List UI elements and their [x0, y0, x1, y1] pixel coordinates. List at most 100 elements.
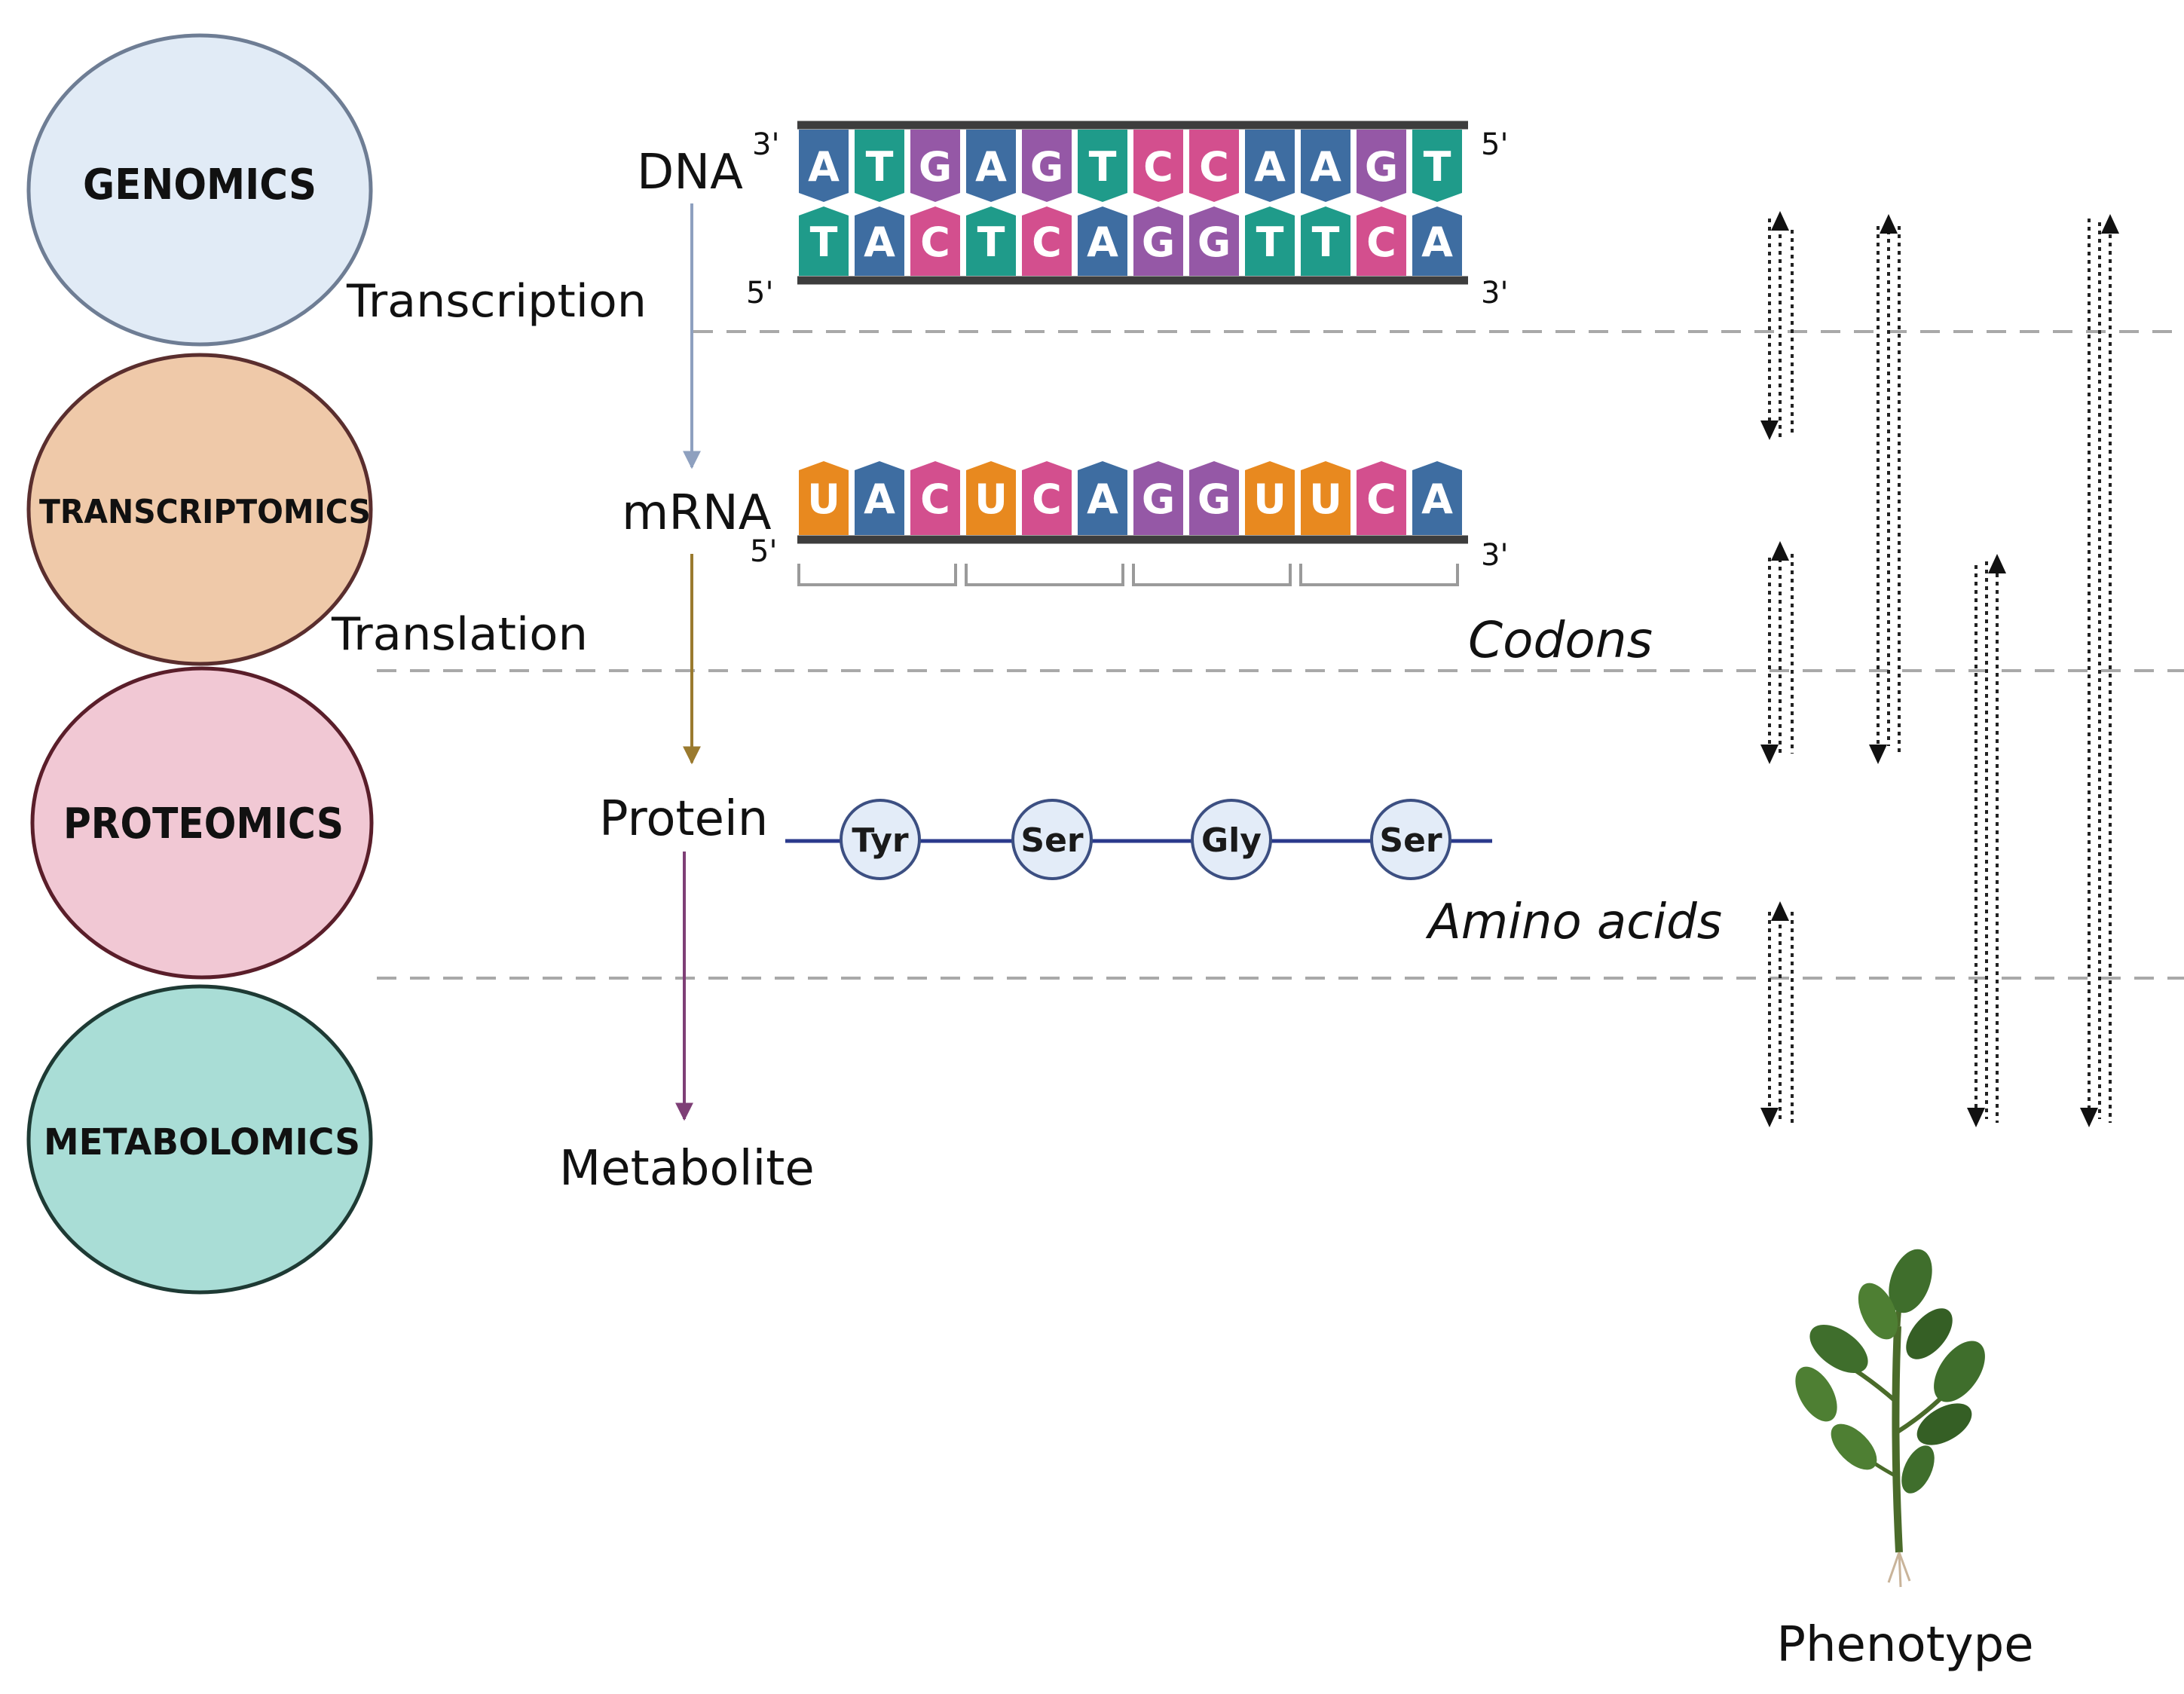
arrowhead-down-2: [1869, 745, 1887, 764]
dna-top-base-a-9: A: [1245, 130, 1295, 202]
mrna-base-letter: U: [1253, 475, 1286, 523]
dna-bottom-base-letter: T: [977, 219, 1005, 266]
dna-top-base-t-6: T: [1078, 130, 1127, 202]
mrna-base-letter: C: [1366, 475, 1396, 523]
metabolomics-label: METABOLOMICS: [44, 1121, 360, 1163]
omics-proteomics: PROTEOMICS: [30, 666, 374, 980]
dna-bottom-base-g-8: G: [1189, 206, 1239, 276]
dna-bottom-base-t-4: T: [966, 206, 1016, 276]
mrna-base-u-9: U: [1245, 461, 1295, 535]
transcriptomics-label: TRANSCRIPTOMICS: [39, 493, 371, 531]
dna-top-base-letter: T: [1424, 143, 1451, 191]
mrna-base-letter: U: [1309, 475, 1342, 523]
dna-top-base-a-4: A: [966, 130, 1016, 202]
dna-bottom-base-c-5: C: [1022, 206, 1072, 276]
mrna-base-c-3: C: [910, 461, 960, 535]
amino-acid-chain: Tyr Ser Gly Ser: [840, 799, 1451, 880]
dna-top-left-end: 3': [752, 127, 779, 162]
mrna-base-letter: C: [1032, 475, 1062, 523]
codon-bracket-3: [1132, 564, 1292, 586]
mrna-base-letter: G: [1198, 475, 1231, 523]
dna-bottom-base-a-12: A: [1412, 206, 1462, 276]
mrna-base-a-12: A: [1412, 461, 1462, 535]
dna-top-base-letter: T: [1089, 143, 1117, 191]
dna-bottom-right-end: 3': [1481, 276, 1508, 310]
dna-bottom-base-t-1: T: [799, 206, 849, 276]
plant-illustration: [1795, 1249, 1985, 1588]
arrowhead-up-4: [1771, 541, 1789, 561]
mrna-protein-interaction-arrow: [1768, 550, 1794, 757]
amino-acids-label: Amino acids: [1425, 894, 1722, 950]
dna-top-base-letter: C: [1199, 143, 1229, 191]
arrowhead-down-5: [1967, 1108, 1985, 1127]
omics-metabolomics: METABOLOMICS: [26, 984, 373, 1295]
proteomics-circle: [30, 666, 374, 980]
proteomics-label: PROTEOMICS: [63, 800, 344, 849]
arrowhead-up-2: [1880, 214, 1898, 234]
amino-acid-label: Ser: [1020, 821, 1084, 860]
arrowhead-down-3: [2080, 1108, 2098, 1127]
codon-bracket-2: [965, 564, 1124, 586]
dna-top-base-t-12: T: [1412, 130, 1462, 202]
arrowhead-down-1: [1760, 420, 1779, 440]
dna-bottom-base-letter: G: [1142, 219, 1175, 266]
dna-top-base-letter: C: [1143, 143, 1173, 191]
mrna-base-letter: C: [920, 475, 950, 523]
mrna-base-letter: A: [1421, 475, 1453, 523]
mrna-base-u-10: U: [1301, 461, 1350, 535]
dna-bottom-base-t-10: T: [1301, 206, 1350, 276]
dna-top-base-c-8: C: [1189, 130, 1239, 202]
dna-bottom-base-letter: C: [1032, 219, 1062, 266]
dna-top-base-letter: A: [1254, 143, 1286, 191]
mrna-base-letter: U: [974, 475, 1008, 523]
amino-acid-ser-2: Ser: [1011, 799, 1093, 880]
dna-phenotype-interaction-arrow: [2088, 219, 2112, 1123]
phenotype-label: Phenotype: [1776, 1617, 2033, 1673]
mrna-label: mRNA: [622, 485, 772, 541]
dna-bottom-base-letter: C: [920, 219, 950, 266]
dna-bottom-base-letter: A: [864, 219, 895, 266]
dna-bottom-base-a-2: A: [855, 206, 904, 276]
dna-bottom-base-letter: A: [1087, 219, 1118, 266]
dna-bottom-base-letter: T: [810, 219, 838, 266]
protein-metabolite-interaction-arrow: [1768, 908, 1794, 1123]
mrna-metabolite-interaction-arrow: [1974, 561, 1999, 1123]
interaction-arrows: [1768, 219, 2112, 1123]
dna-bottom-base-letter: C: [1366, 219, 1396, 266]
dna-top-base-g-11: G: [1357, 130, 1406, 202]
codons-label: Codons: [1468, 611, 1653, 669]
dna-top-base-letter: G: [1365, 143, 1398, 191]
dna-bottom-base-c-3: C: [910, 206, 960, 276]
amino-acid-tyr-1: Tyr: [840, 799, 921, 880]
mrna-left-end: 5': [750, 534, 777, 569]
dna-top-base-letter: T: [866, 143, 894, 191]
arrowhead-up-3: [2101, 214, 2119, 234]
amino-acid-ser-4: Ser: [1370, 799, 1451, 880]
omics-genomics: GENOMICS: [26, 33, 373, 347]
genomics-circle: [26, 33, 373, 347]
dna-label: DNA: [637, 145, 743, 200]
dna-top-base-letter: A: [975, 143, 1007, 191]
dna-top-right-end: 5': [1481, 127, 1508, 162]
mrna-base-g-7: G: [1133, 461, 1183, 535]
dna-top-base-t-2: T: [855, 130, 904, 202]
mrna-base-g-8: G: [1189, 461, 1239, 535]
arrowhead-down-6: [1760, 1108, 1779, 1127]
genomics-label: GENOMICS: [83, 161, 317, 209]
codon-bracket-4: [1299, 564, 1459, 586]
mrna-base-letter: G: [1142, 475, 1175, 523]
dna-bottom-base-a-6: A: [1078, 206, 1127, 276]
dna-bottom-base-c-11: C: [1357, 206, 1406, 276]
mrna-base-a-2: A: [855, 461, 904, 535]
amino-acid-label: Gly: [1201, 821, 1262, 860]
amino-acid-gly-3: Gly: [1191, 799, 1272, 880]
interaction-arrowheads: [1760, 211, 2119, 1127]
dna-bottom-left-end: 5': [746, 276, 773, 310]
arrowhead-down-4: [1760, 745, 1779, 764]
translation-label: Translation: [331, 608, 588, 661]
mrna-base-u-4: U: [966, 461, 1016, 535]
dna-bottom-base-t-9: T: [1245, 206, 1295, 276]
